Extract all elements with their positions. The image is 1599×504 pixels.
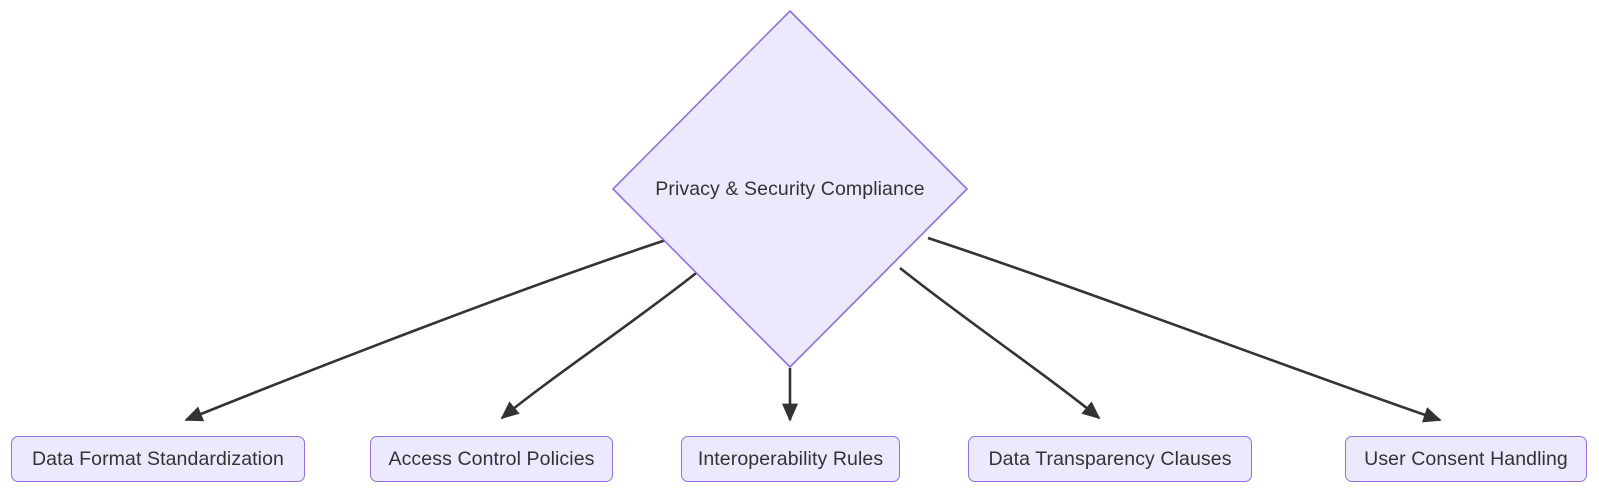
leaf-node-user-consent-handling[interactable]: User Consent Handling bbox=[1345, 436, 1587, 482]
leaf-node-access-control-policies[interactable]: Access Control Policies bbox=[370, 436, 613, 482]
diamond-shape bbox=[612, 10, 968, 368]
leaf-node-interoperability-rules[interactable]: Interoperability Rules bbox=[681, 436, 900, 482]
decision-node-label: Privacy & Security Compliance bbox=[655, 177, 925, 200]
edge-to-data-format-standardization bbox=[184, 236, 673, 422]
leaf-node-data-format-standardization[interactable]: Data Format Standardization bbox=[11, 436, 305, 482]
leaf-node-label: User Consent Handling bbox=[1364, 447, 1568, 470]
leaf-node-data-transparency-clauses[interactable]: Data Transparency Clauses bbox=[968, 436, 1252, 482]
decision-node-privacy-security-compliance[interactable]: Privacy & Security Compliance bbox=[612, 10, 968, 368]
edge-to-user-consent-handling bbox=[927, 236, 1442, 423]
leaf-node-label: Data Transparency Clauses bbox=[988, 447, 1232, 470]
leaf-node-label: Access Control Policies bbox=[388, 447, 595, 470]
leaf-node-label: Data Format Standardization bbox=[32, 447, 284, 470]
leaf-node-label: Interoperability Rules bbox=[697, 447, 884, 470]
